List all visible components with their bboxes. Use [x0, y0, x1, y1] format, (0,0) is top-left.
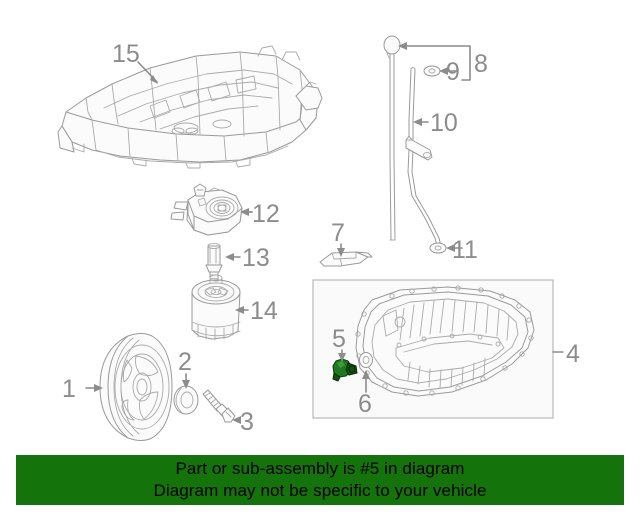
- callout-3-label: 3: [240, 408, 254, 436]
- callout-6: 6: [358, 370, 372, 418]
- callout-2: 2: [178, 348, 192, 389]
- callout-8-label: 8: [474, 50, 488, 78]
- callout-4-label: 4: [566, 340, 580, 368]
- callout-12-label: 12: [252, 200, 280, 228]
- part-drain-plug-gasket: [359, 352, 373, 368]
- part-oil-drain-plug-highlighted: [332, 358, 358, 382]
- callout-15-label: 15: [112, 40, 140, 68]
- part-oil-cooler: [170, 183, 243, 236]
- callout-11-label: 11: [452, 236, 478, 264]
- callout-7-label: 7: [331, 219, 345, 247]
- callout-10: 10: [413, 109, 458, 137]
- callout-13: 13: [225, 244, 270, 272]
- callout-5-label: 5: [332, 325, 346, 353]
- callout-6-label: 6: [358, 390, 372, 418]
- part-oil-pressure-switch: [205, 242, 223, 283]
- callout-14-label: 14: [250, 297, 278, 325]
- part-oil-filter: [191, 274, 241, 341]
- callout-12: 12: [240, 200, 280, 228]
- notice-banner-line-1: Part or sub-assembly is #5 in diagram: [175, 459, 465, 478]
- callout-7: 7: [331, 219, 345, 257]
- callout-8: 8: [398, 42, 488, 81]
- callout-9-label: 9: [446, 58, 460, 86]
- part-crankshaft-pulley: [99, 333, 173, 441]
- part-pulley-washer: [173, 385, 199, 415]
- part-pulley-bolt: [202, 389, 236, 423]
- callout-1: 1: [62, 375, 103, 403]
- part-guide-tube-seal: [429, 242, 447, 254]
- part-dipstick-guide-tube: [405, 67, 443, 251]
- notice-banner-line-2: Diagram may not be specific to your vehi…: [153, 481, 487, 500]
- callout-14: 14: [235, 297, 278, 325]
- callout-5: 5: [332, 325, 346, 362]
- callout-10-label: 10: [430, 109, 458, 137]
- callout-11: 11: [446, 236, 478, 264]
- callout-2-label: 2: [178, 348, 192, 376]
- part-oil-baffle-bracket: [319, 251, 373, 267]
- part-oil-level-gauge-dipstick: [383, 35, 401, 241]
- notice-banner: Part or sub-assembly is #5 in diagram Di…: [16, 455, 624, 505]
- callout-15: 15: [112, 40, 158, 84]
- callout-1-label: 1: [62, 375, 76, 403]
- callout-3: 3: [232, 408, 254, 436]
- callout-9: 9: [439, 58, 460, 86]
- part-dipstick-o-ring: [423, 65, 441, 77]
- part-oil-pan: [355, 285, 535, 397]
- callout-4: 4: [552, 340, 580, 368]
- callout-13-label: 13: [242, 244, 270, 272]
- part-intake-manifold: [57, 45, 323, 169]
